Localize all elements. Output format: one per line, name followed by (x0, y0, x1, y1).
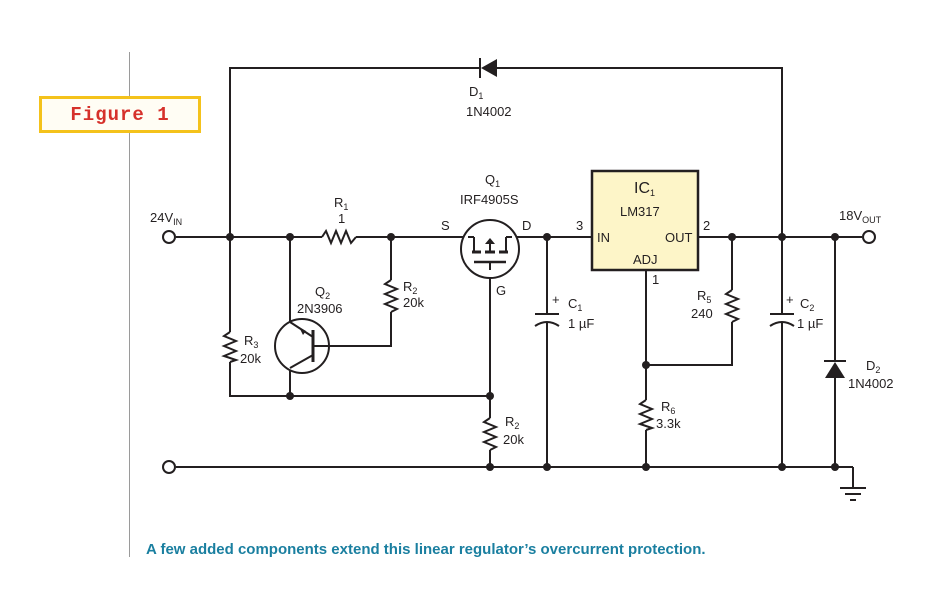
r6-ref: R (661, 399, 670, 414)
d1-ref: D (469, 84, 478, 99)
svg-text:C2: C2 (800, 296, 814, 313)
c1-polarity: + (552, 292, 560, 307)
svg-text:IC1: IC1 (634, 180, 655, 198)
q2-transistor-symbol (274, 318, 330, 374)
q1-ref: Q (485, 172, 495, 187)
svg-text:R1: R1 (334, 195, 348, 212)
d2-value: 1N4002 (848, 376, 894, 391)
svg-text:Q1: Q1 (485, 172, 500, 189)
ic1-pin-out-num: 2 (703, 218, 710, 233)
c2-polarity: + (786, 292, 794, 307)
svg-text:18VOUT: 18VOUT (839, 208, 882, 225)
c2-symbol (769, 313, 795, 327)
r5-sub: 5 (706, 295, 711, 305)
c1-sub: 1 (577, 303, 582, 313)
r1-ref: R (334, 195, 343, 210)
svg-text:Q2: Q2 (315, 284, 330, 301)
input-voltage-sub: IN (173, 217, 182, 227)
ic1-value: LM317 (620, 204, 660, 219)
r2a-sub: 2 (412, 286, 417, 296)
r1-sub: 1 (343, 202, 348, 212)
output-terminal (862, 230, 876, 244)
ic1-pin-in: IN (597, 230, 610, 245)
d1-sub: 1 (478, 91, 483, 101)
r2a-symbol (382, 279, 400, 313)
d2-ref: D (866, 358, 875, 373)
svg-text:C1: C1 (568, 296, 582, 313)
q1-value: IRF4905S (460, 192, 519, 207)
figure-badge: Figure 1 (39, 96, 201, 133)
svg-text:D2: D2 (866, 358, 880, 375)
ground-symbol (840, 487, 866, 501)
svg-text:R2: R2 (505, 414, 519, 431)
ic1-pin-adj: ADJ (633, 252, 658, 267)
svg-text:R6: R6 (661, 399, 675, 416)
wires (176, 67, 862, 488)
ground-terminal (162, 460, 176, 474)
r2a-value: 20k (403, 295, 424, 310)
r2b-sub: 2 (514, 421, 519, 431)
c1-symbol (534, 313, 560, 327)
r2a-ref: R (403, 279, 412, 294)
c1-value: 1 µF (568, 316, 594, 331)
q2-sub: 2 (325, 291, 330, 301)
q2-ref: Q (315, 284, 325, 299)
svg-text:R5: R5 (697, 288, 711, 305)
q1-pin-d: D (522, 218, 531, 233)
q1-mosfet-symbol (460, 219, 520, 279)
ic1-package (590, 169, 700, 272)
junction-dots (226, 233, 839, 471)
r6-value: 3.3k (656, 416, 681, 431)
r2b-symbol (481, 417, 499, 451)
r6-sub: 6 (670, 406, 675, 416)
r3-sub: 3 (253, 340, 258, 350)
d1-value: 1N4002 (466, 104, 512, 119)
d2-sub: 2 (875, 365, 880, 375)
svg-text:R3: R3 (244, 333, 258, 350)
r5-value: 240 (691, 306, 713, 321)
r2b-value: 20k (503, 432, 524, 447)
input-voltage-label: 24V (150, 210, 173, 225)
q2-value: 2N3906 (297, 301, 343, 316)
ic1-sub: 1 (650, 188, 655, 198)
q1-sub: 1 (495, 179, 500, 189)
input-terminal (162, 230, 176, 244)
q1-pin-s: S (441, 218, 450, 233)
r1-symbol (321, 228, 357, 246)
d2-diode-symbol (824, 360, 846, 378)
q1-pin-g: G (496, 283, 506, 298)
side-rule (129, 52, 130, 557)
ic1-ref: IC (634, 180, 650, 197)
r3-ref: R (244, 333, 253, 348)
r3-value: 20k (240, 351, 261, 366)
output-voltage-label: 18V (839, 208, 862, 223)
ic1-pin-adj-num: 1 (652, 272, 659, 287)
r3-symbol (221, 331, 240, 363)
r5-ref: R (697, 288, 706, 303)
r5-symbol (723, 289, 741, 323)
r2b-ref: R (505, 414, 514, 429)
ic1-pin-in-num: 3 (576, 218, 583, 233)
r1-value: 1 (338, 211, 345, 226)
ic1-pin-out: OUT (665, 230, 693, 245)
r6-symbol (637, 399, 656, 431)
output-voltage-sub: OUT (862, 215, 882, 225)
figure-caption: A few added components extend this linea… (146, 541, 706, 558)
svg-text:24VIN: 24VIN (150, 210, 182, 227)
d1-diode-symbol (479, 58, 497, 78)
c1-ref: C (568, 296, 577, 311)
c2-ref: C (800, 296, 809, 311)
c2-sub: 2 (809, 303, 814, 313)
c2-value: 1 µF (797, 316, 823, 331)
svg-text:D1: D1 (469, 84, 483, 101)
svg-text:R2: R2 (403, 279, 417, 296)
